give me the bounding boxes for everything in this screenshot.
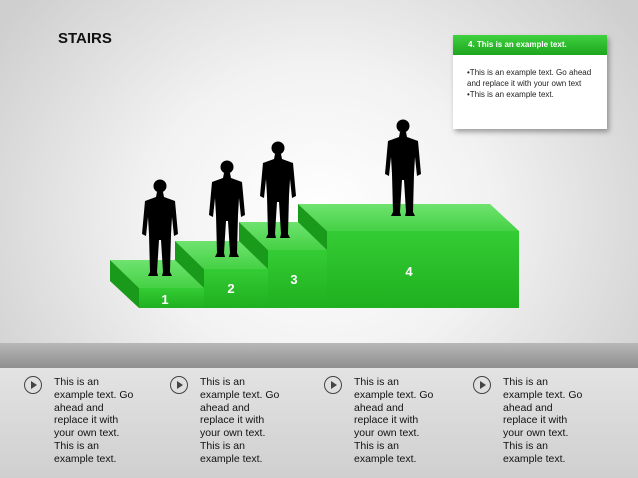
callout-line-1: •This is an example text. Go ahead and r…	[467, 68, 592, 88]
callout-heading: 4. This is an example text.	[453, 35, 607, 55]
person-silhouette-icon	[385, 119, 421, 216]
text-column-4: This is an example text. Go ahead and re…	[473, 376, 638, 466]
column-text: This is an example text. Go ahead and re…	[354, 376, 434, 465]
column-text: This is an example text. Go ahead and re…	[54, 376, 134, 465]
text-column-3: This is an example text. Go ahead and re…	[324, 376, 494, 466]
divider-band	[0, 343, 638, 368]
callout-box: 4. This is an example text. •This is an …	[453, 35, 607, 129]
play-circle-icon[interactable]	[170, 376, 188, 394]
text-column-2: This is an example text. Go ahead and re…	[170, 376, 340, 466]
callout-line-2: •This is an example text.	[467, 90, 554, 99]
step-label-3: 3	[290, 272, 297, 287]
play-circle-icon[interactable]	[324, 376, 342, 394]
step-label-2: 2	[227, 281, 234, 296]
text-column-1: This is an example text. Go ahead and re…	[24, 376, 194, 466]
step-label-1: 1	[161, 292, 168, 307]
callout-body: •This is an example text. Go ahead and r…	[453, 55, 607, 100]
column-text: This is an example text. Go ahead and re…	[503, 376, 583, 465]
play-circle-icon[interactable]	[473, 376, 491, 394]
column-text: This is an example text. Go ahead and re…	[200, 376, 280, 465]
step-4	[298, 204, 519, 308]
slide-title: STAIRS	[58, 30, 112, 47]
footer-panel	[0, 368, 638, 478]
step-label-4: 4	[405, 264, 413, 279]
play-circle-icon[interactable]	[24, 376, 42, 394]
